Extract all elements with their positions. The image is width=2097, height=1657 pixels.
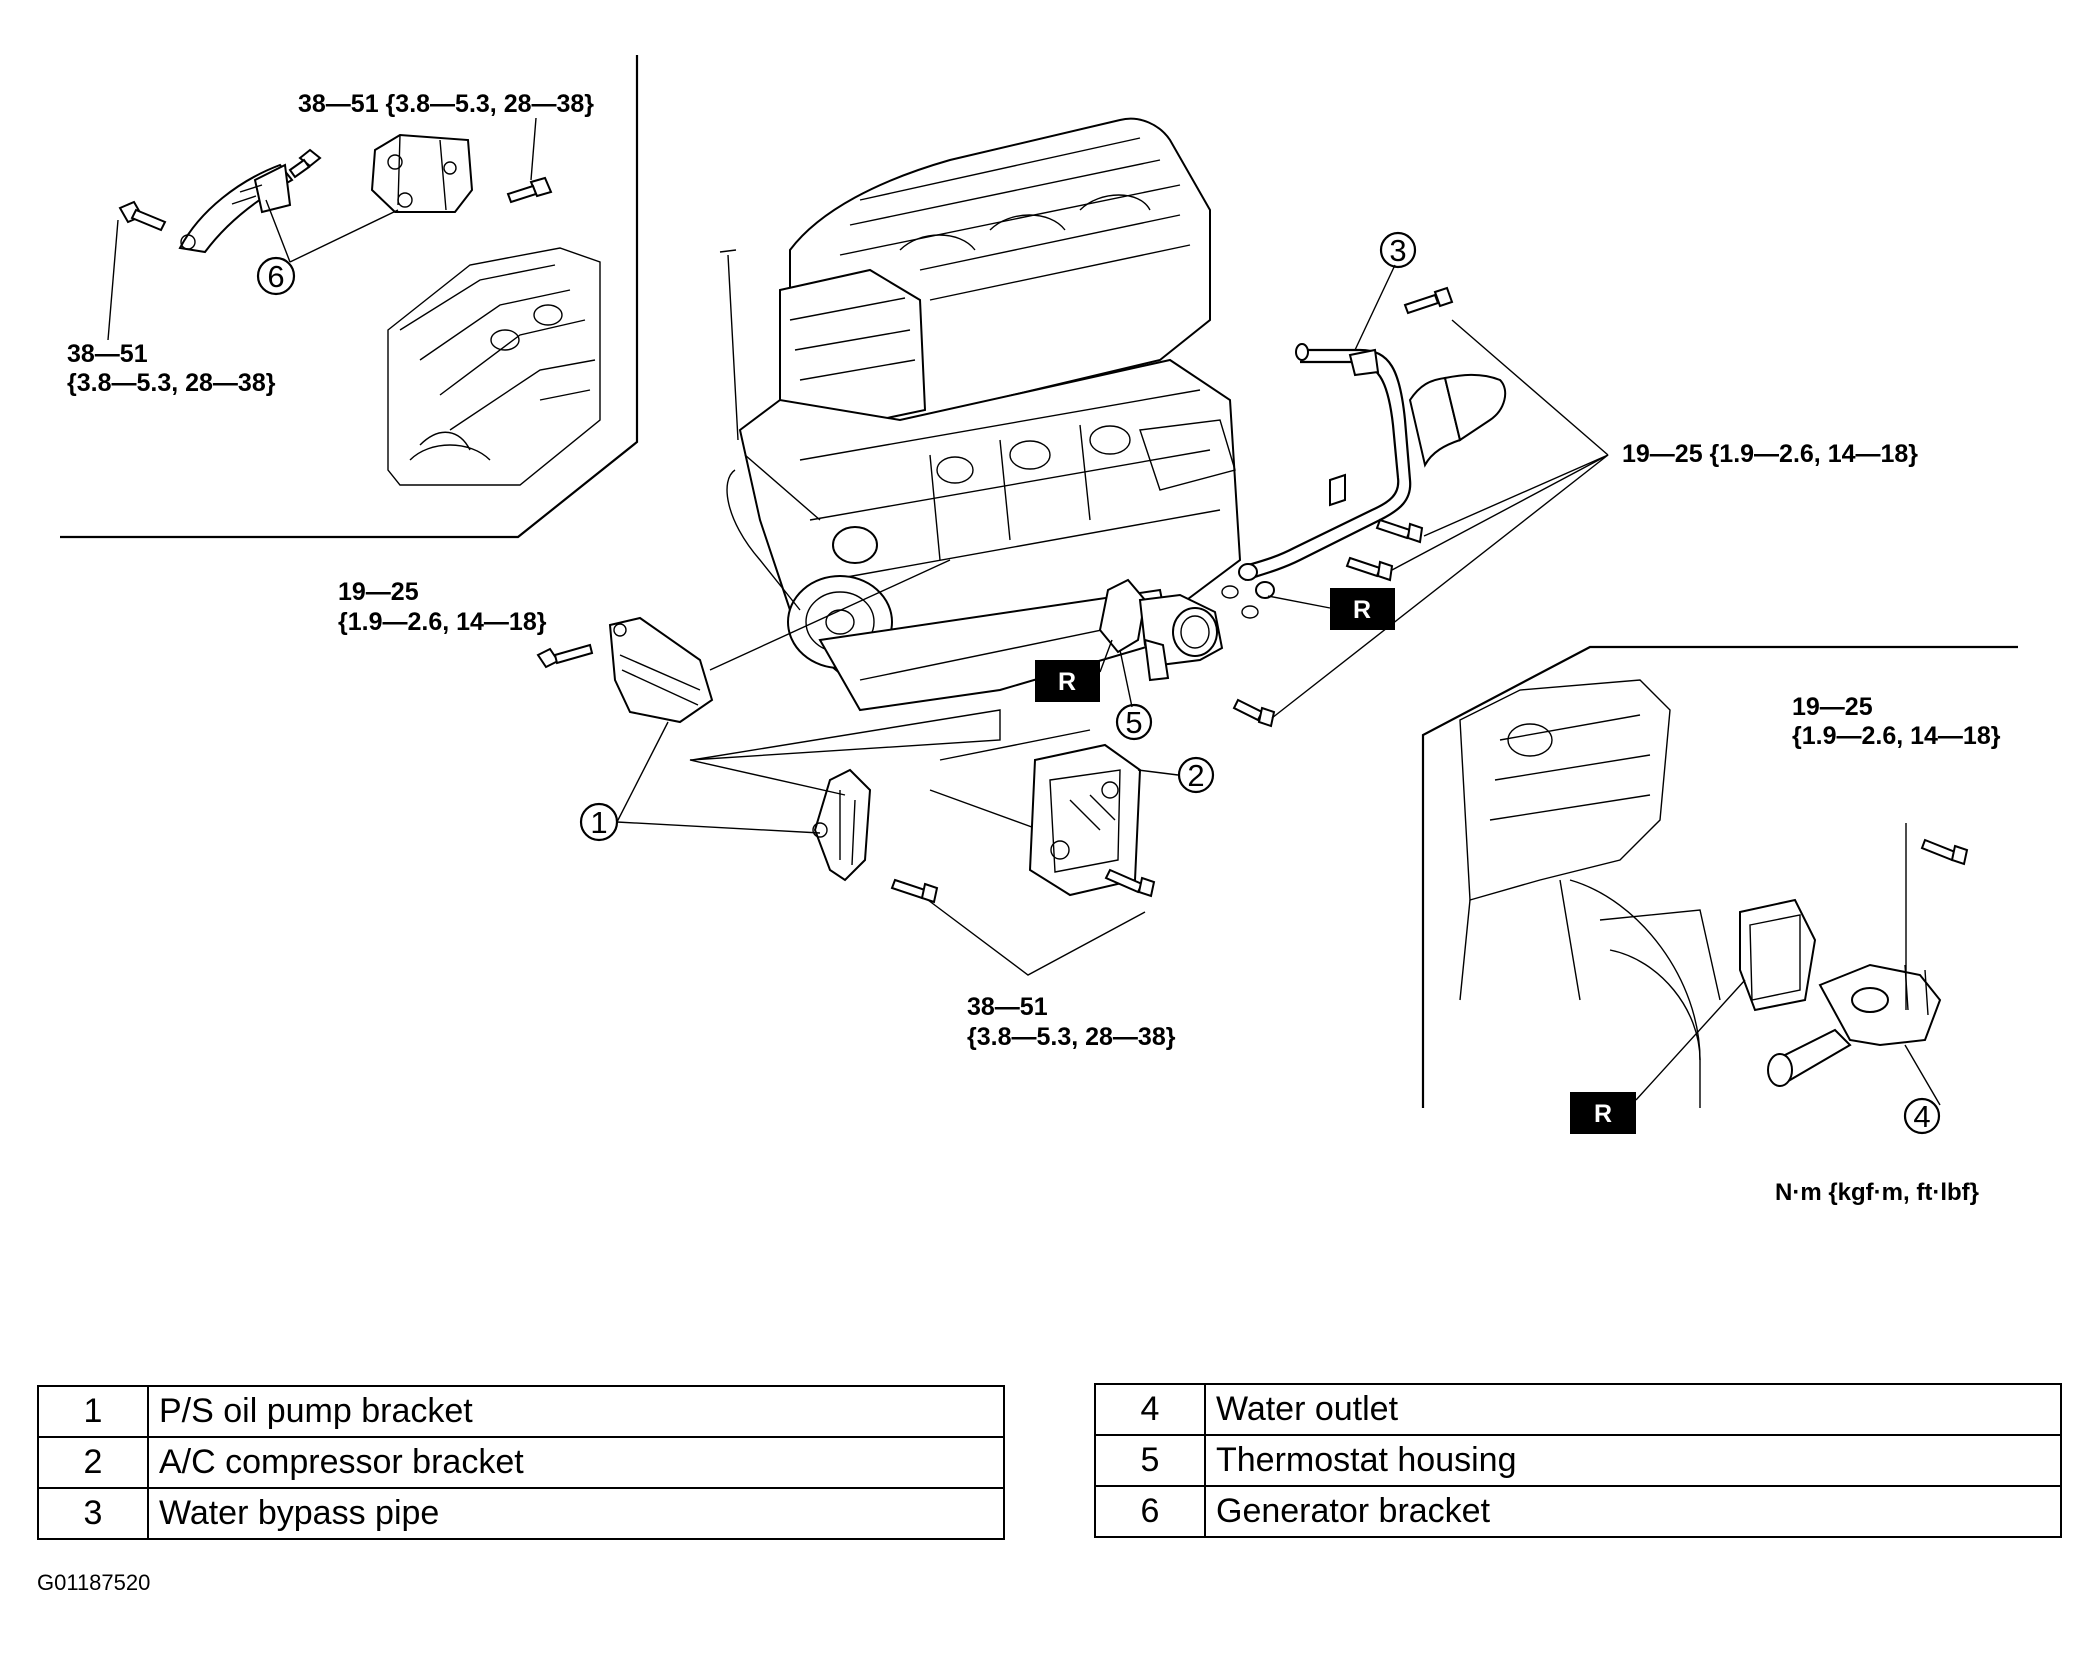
torque-spec-ps-bracket-1: 19—25 (338, 578, 419, 606)
legend-part-name: A/C compressor bracket (147, 1436, 1005, 1489)
intake-manifold-sketch (387, 247, 601, 486)
water-bypass-pipe (1238, 343, 1507, 599)
units-note: N·m {kgf·m, ft·lbf} (1775, 1179, 1979, 1206)
legend-number: 5 (1094, 1434, 1206, 1487)
replace-marker-thermostat: R (1035, 639, 1113, 702)
torque-spec-water-outlet-2: {1.9—2.6, 14—18} (1792, 722, 2001, 750)
torque-spec-lower-brackets-2: {3.8—5.3, 28—38} (967, 1023, 1176, 1051)
bolt-icon (1104, 868, 1156, 898)
ps-oil-pump-bracket (812, 768, 872, 882)
callout-6: 6 (256, 256, 296, 296)
torque-spec-generator-left-1: 38—51 (67, 340, 148, 368)
legend-row: 4 Water outlet (1094, 1383, 2062, 1436)
legend-part-name: Water bypass pipe (147, 1487, 1005, 1540)
svg-text:1: 1 (590, 805, 607, 840)
torque-spec-water-outlet-1: 19—25 (1792, 693, 1873, 721)
bolt-icon (1403, 286, 1454, 315)
bolt-icon (1375, 518, 1424, 544)
figure-id: G01187520 (37, 1570, 150, 1595)
gasket-icon (1098, 578, 1147, 654)
svg-text:6: 6 (267, 259, 284, 294)
svg-text:R: R (1594, 1100, 1612, 1128)
legend-number: 1 (37, 1385, 149, 1438)
torque-spec-generator-top: 38—51 {3.8—5.3, 28—38} (298, 90, 594, 118)
callout-3: 3 (1379, 231, 1417, 269)
replace-marker-water-outlet: R (1570, 979, 1746, 1134)
torque-spec-bypass-pipe: 19—25 {1.9—2.6, 14—18} (1622, 440, 1918, 468)
bolt-icon (1232, 698, 1276, 728)
svg-text:R: R (1058, 668, 1076, 696)
engine-block (719, 117, 1242, 712)
ps-oil-pump-bracket-cover (608, 616, 714, 724)
legend-part-name: Water outlet (1204, 1383, 2062, 1436)
svg-text:2: 2 (1187, 758, 1204, 793)
legend-row: 1 P/S oil pump bracket (37, 1385, 1005, 1438)
thermostat-housing (1098, 578, 1224, 682)
legend-number: 6 (1094, 1485, 1206, 1538)
callout-4: 4 (1903, 1097, 1941, 1135)
svg-text:R: R (1353, 596, 1371, 624)
generator-bracket-block (370, 133, 474, 213)
legend-number: 4 (1094, 1383, 1206, 1436)
generator-bracket-inset: 6 38—51 {3.8—5.3, 28—38} 38—51 {3.8—5.3,… (60, 55, 639, 539)
o-ring-icon (1241, 605, 1259, 619)
legend-row: 2 A/C compressor bracket (37, 1436, 1005, 1489)
legend-row: 6 Generator bracket (1094, 1485, 2062, 1538)
bolt-icon (1345, 556, 1394, 582)
generator-bracket-arm (178, 163, 294, 254)
bolt-icon (506, 176, 553, 204)
gasket-icon (1739, 898, 1817, 1012)
legend-part-name: P/S oil pump bracket (147, 1385, 1005, 1438)
water-outlet (1767, 963, 1942, 1087)
parts-legend-right: 4 Water outlet 5 Thermostat housing 6 Ge… (1094, 1383, 2062, 1538)
torque-spec-generator-left-2: {3.8—5.3, 28—38} (67, 369, 276, 397)
bolt-icon (288, 148, 322, 179)
legend-row: 5 Thermostat housing (1094, 1434, 2062, 1487)
water-outlet-inset: 4 R 19—25 {1.9—2.6, 14—18} (1421, 645, 2018, 1135)
svg-text:4: 4 (1913, 1099, 1930, 1134)
parts-legend-left: 1 P/S oil pump bracket 2 A/C compressor … (37, 1385, 1005, 1540)
bolt-icon (890, 878, 939, 904)
svg-text:3: 3 (1389, 233, 1406, 268)
torque-spec-ps-bracket-2: {1.9—2.6, 14—18} (338, 608, 547, 636)
legend-number: 3 (37, 1487, 149, 1540)
callout-5: 5 (1115, 703, 1153, 741)
torque-spec-lower-brackets-1: 38—51 (967, 993, 1048, 1021)
legend-row: 3 Water bypass pipe (37, 1487, 1005, 1540)
callout-1: 1 (579, 802, 619, 842)
o-ring-icon (1221, 585, 1239, 599)
replace-marker-bypass: R (1267, 588, 1395, 630)
callout-2: 2 (1177, 756, 1215, 794)
legend-part-name: Generator bracket (1204, 1485, 2062, 1538)
legend-part-name: Thermostat housing (1204, 1434, 2062, 1487)
bolt-icon (118, 200, 167, 232)
bolt-icon (1920, 838, 1969, 866)
ac-compressor-bracket (1028, 743, 1142, 897)
svg-text:5: 5 (1125, 705, 1142, 740)
bolt-icon (536, 643, 594, 669)
legend-number: 2 (37, 1436, 149, 1489)
